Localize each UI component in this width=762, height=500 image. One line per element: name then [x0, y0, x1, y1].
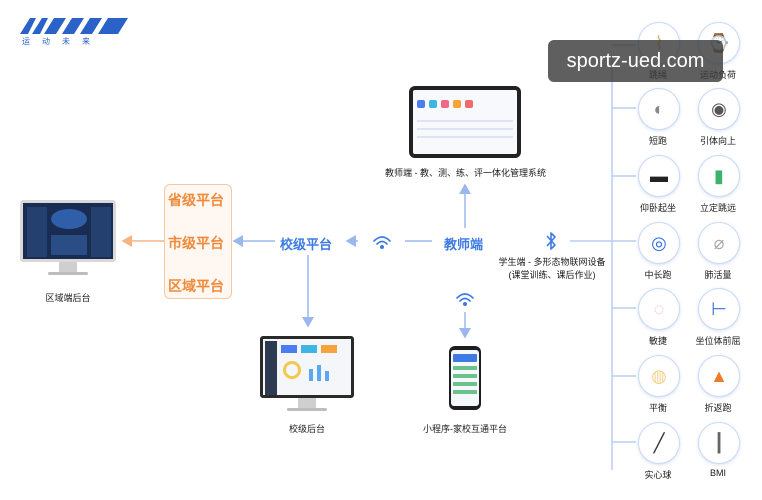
device-label: 平衡	[648, 403, 667, 413]
long-jump-mat-icon: ▮	[698, 155, 740, 197]
spirometer-icon: ⌀	[698, 222, 740, 264]
pull-up-sensor-icon: ◉	[698, 88, 740, 130]
device-label: 肺活量	[704, 270, 732, 280]
balance-pad-glyph: ◍	[651, 365, 667, 386]
device-label: 实心球	[644, 470, 672, 480]
watermark: sportz-ued.com	[548, 40, 723, 82]
long-jump-mat-glyph: ▮	[714, 165, 724, 186]
sit-and-reach-glyph: ⊢	[711, 298, 727, 319]
pull-up-sensor-glyph: ◉	[711, 98, 727, 119]
height-scale-icon: ┃	[698, 422, 740, 464]
medicine-ball-glyph: ╱	[653, 432, 665, 453]
device-label: 仰卧起坐	[639, 203, 676, 213]
province-platform: 省级平台	[168, 192, 224, 208]
device-label: 短跑	[648, 136, 667, 146]
device-label: 折返跑	[704, 403, 732, 413]
cone-icon: ▲	[698, 355, 740, 397]
balance-pad-icon: ◍	[638, 355, 680, 397]
school-platform-label: 校级平台	[280, 237, 333, 252]
teacher-node: 教师端	[444, 237, 484, 252]
agility-pad-glyph: ◌	[653, 298, 665, 319]
teacher-system-label: 教师端 - 教、测、练、评一体化管理系统	[385, 168, 546, 178]
wristband-glyph: ◎	[651, 232, 667, 253]
spirometer-glyph: ⌀	[713, 232, 725, 253]
device-label: 立定跳远	[699, 203, 736, 213]
region-backend-label: 区域端后台	[45, 293, 91, 303]
school-backend-monitor	[260, 336, 354, 416]
student-devices-sub: (课堂训练、课后作业)	[508, 270, 596, 280]
device-label: 坐位体前屈	[695, 336, 741, 346]
wristband-icon: ◎	[638, 222, 680, 264]
device-label: 敏捷	[648, 336, 667, 346]
agility-pad-icon: ◌	[638, 288, 680, 330]
device-label: 中长跑	[644, 270, 672, 280]
cone-glyph: ▲	[710, 365, 728, 386]
region-backend-monitor	[20, 200, 116, 280]
gov-platform-box	[164, 184, 232, 299]
student-devices-label: 学生端 - 多形态物联网设备	[498, 257, 606, 267]
brand-logo	[20, 18, 128, 34]
sit-up-mat-glyph: ▬	[650, 165, 668, 186]
region-platform: 区域平台	[168, 278, 224, 294]
city-platform: 市级平台	[168, 235, 224, 251]
sit-up-mat-icon: ▬	[638, 155, 680, 197]
height-scale-glyph: ┃	[713, 432, 725, 453]
medicine-ball-icon: ╱	[638, 422, 680, 464]
sit-and-reach-icon: ⊢	[698, 288, 740, 330]
device-label: 引体向上	[699, 136, 736, 146]
mini-program-phone	[449, 346, 481, 410]
brand-subtitle: 运动未来	[22, 37, 102, 46]
device-label: BMI	[709, 468, 726, 478]
sprint-sensor-icon: ◐	[638, 88, 680, 130]
school-backend-label: 校级后台	[288, 424, 325, 434]
teacher-tablet	[409, 86, 521, 158]
bluetooth-icon	[546, 232, 556, 250]
mini-program-label: 小程序-家校互通平台	[423, 424, 507, 434]
sprint-sensor-glyph: ◐	[653, 98, 665, 119]
